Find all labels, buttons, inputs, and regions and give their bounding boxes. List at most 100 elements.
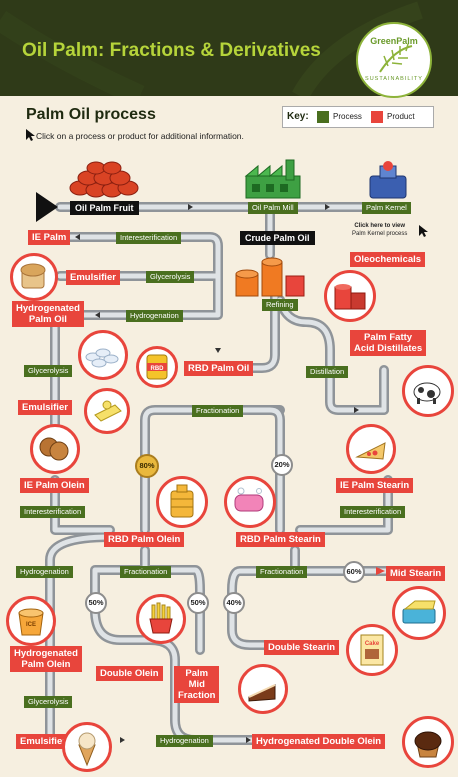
ice-cream-cone-icon-circle[interactable] bbox=[62, 722, 112, 772]
header-banner: Oil Palm: Fractions & Derivatives GreenP… bbox=[0, 0, 458, 98]
process-palm-kernel[interactable]: Palm Kernel bbox=[362, 202, 411, 214]
palm-frond-icon bbox=[379, 43, 413, 73]
palm-kernel-machine-icon[interactable] bbox=[366, 160, 412, 200]
pmf-line1: Palm bbox=[185, 668, 209, 679]
oil-bottles-icon bbox=[170, 484, 194, 518]
pfad-line1: Palm Fatty bbox=[364, 332, 413, 343]
palm-kernel-note[interactable]: Click here to view Palm Kernel process bbox=[352, 222, 407, 238]
process-hydrogenation-1[interactable]: Hydrogenation bbox=[126, 310, 183, 322]
process-swatch bbox=[317, 111, 329, 123]
soap-icon bbox=[234, 487, 264, 512]
process-glycerolysis-1[interactable]: Glycerolysis bbox=[146, 271, 195, 283]
key-title: Key: bbox=[287, 111, 309, 122]
pfad-line2: Acid Distillates bbox=[354, 343, 423, 354]
process-oil-palm-mill[interactable]: Oil Palm Mill bbox=[248, 202, 298, 214]
cake-mix-box-icon: Cake bbox=[360, 634, 384, 666]
percent-badge-40: 40% bbox=[223, 592, 245, 614]
pizza-icon-circle[interactable] bbox=[346, 424, 396, 474]
cookies-icon-circle[interactable] bbox=[30, 424, 80, 474]
process-distillation[interactable]: Distillation bbox=[306, 366, 349, 378]
product-emulsifier-2[interactable]: Emulsifier bbox=[18, 400, 72, 415]
flakes-icon-circle[interactable] bbox=[78, 330, 128, 380]
process-fractionation-3[interactable]: Fractionation bbox=[256, 566, 308, 578]
cow-icon-circle[interactable] bbox=[402, 365, 454, 417]
chocolate-cake-icon bbox=[248, 684, 276, 702]
palm-kernel-note-line1: Click here to view bbox=[354, 223, 406, 229]
product-rbd-palm-olein[interactable]: RBD Palm Olein bbox=[104, 532, 185, 547]
product-mid-stearin[interactable]: Mid Stearin bbox=[386, 566, 446, 581]
percent-badge-20: 20% bbox=[271, 454, 293, 476]
process-glycerolysis-3[interactable]: Glycerolysis bbox=[24, 696, 73, 708]
process-glycerolysis-2[interactable]: Glycerolysis bbox=[24, 365, 73, 377]
product-oil-palm-fruit[interactable]: Oil Palm Fruit bbox=[70, 201, 139, 215]
muffin-icon-circle[interactable] bbox=[402, 716, 454, 768]
bread-icon bbox=[20, 263, 46, 289]
ice-cream-tub-icon-circle[interactable]: ICE bbox=[6, 596, 56, 646]
product-emulsifier-1[interactable]: Emulsifier bbox=[66, 270, 120, 285]
flakes-icon bbox=[85, 348, 119, 368]
hpo-line1: Hydrogenated bbox=[16, 303, 80, 314]
hpolein-line1: Hydrogenated bbox=[14, 648, 78, 659]
oil-bottles-icon-circle[interactable] bbox=[156, 476, 208, 528]
product-emulsifier-3[interactable]: Emulsifier bbox=[16, 734, 70, 749]
process-refining[interactable]: Refining bbox=[262, 299, 298, 311]
product-palm-mid-fraction[interactable]: Palm Mid Fraction bbox=[174, 666, 220, 703]
instruction-text: Click on a process or product for additi… bbox=[36, 131, 244, 141]
product-palm-fatty-acid-distillates[interactable]: Palm Fatty Acid Distillates bbox=[350, 330, 427, 356]
process-fractionation-1[interactable]: Fractionation bbox=[192, 405, 244, 417]
muffin-icon bbox=[414, 731, 442, 758]
product-hydrogenated-palm-olein[interactable]: Hydrogenated Palm Olein bbox=[10, 646, 82, 672]
process-interesterification-1[interactable]: Interesterification bbox=[116, 232, 182, 244]
product-ie-palm-olein[interactable]: IE Palm Olein bbox=[20, 478, 89, 493]
cookies-icon bbox=[39, 437, 69, 461]
process-hydrogenation-2[interactable]: Hydrogenation bbox=[16, 566, 73, 578]
pmf-line2: Mid bbox=[188, 679, 205, 690]
cattle-feed-icon bbox=[413, 382, 441, 404]
key-process-label: Process bbox=[333, 112, 362, 121]
product-hydrogenated-palm-oil[interactable]: Hydrogenated Palm Oil bbox=[12, 301, 84, 327]
rbd-can-label: RBD bbox=[151, 366, 165, 372]
ice-cream-cone-icon bbox=[78, 732, 96, 767]
logo-text-top: GreenPalm bbox=[370, 36, 418, 46]
cake-mix-icon-circle[interactable]: Cake bbox=[346, 624, 398, 676]
fries-icon-circle[interactable] bbox=[136, 594, 186, 644]
chocolate-cake-icon-circle[interactable] bbox=[238, 664, 288, 714]
product-rbd-palm-oil[interactable]: RBD Palm Oil bbox=[184, 361, 254, 376]
product-ie-palm[interactable]: IE Palm bbox=[28, 230, 71, 245]
bread-icon-circle[interactable] bbox=[10, 253, 58, 301]
product-hydrogenated-double-olein[interactable]: Hydrogenated Double Olein bbox=[252, 734, 386, 749]
pmf-line3: Fraction bbox=[178, 690, 216, 701]
product-oleochemicals[interactable]: Oleochemicals bbox=[350, 252, 426, 267]
cursor-icon-2 bbox=[419, 225, 428, 237]
palm-kernel-note-line2: Palm Kernel process bbox=[352, 231, 408, 237]
butter-icon-circle[interactable] bbox=[84, 388, 130, 434]
butter-icon bbox=[94, 400, 122, 422]
refinery-icon[interactable] bbox=[232, 252, 308, 300]
ice-cream-tub-icon: ICE bbox=[18, 608, 44, 636]
ice-label: ICE bbox=[26, 622, 36, 628]
process-hydrogenation-3[interactable]: Hydrogenation bbox=[156, 735, 213, 747]
oleochemicals-icon-circle[interactable] bbox=[324, 270, 376, 322]
oil-palm-mill-icon[interactable] bbox=[244, 158, 304, 200]
soap-icon-circle[interactable] bbox=[224, 476, 276, 528]
product-crude-palm-oil[interactable]: Crude Palm Oil bbox=[240, 231, 315, 245]
rbd-can-icon-circle[interactable]: RBD bbox=[136, 346, 178, 388]
pizza-icon bbox=[355, 442, 386, 460]
percent-badge-50b: 50% bbox=[187, 592, 209, 614]
margarine-icon-circle[interactable] bbox=[392, 586, 446, 640]
product-double-stearin[interactable]: Double Stearin bbox=[264, 640, 340, 655]
product-swatch bbox=[371, 111, 383, 123]
process-interesterification-3[interactable]: Interesterification bbox=[340, 506, 406, 518]
percent-badge-60: 60% bbox=[343, 561, 365, 583]
greenpalm-logo[interactable]: GreenPalm SUSTAINABILITY bbox=[356, 22, 432, 98]
cursor-icon bbox=[26, 129, 35, 141]
oil-palm-fruit-icon[interactable] bbox=[66, 160, 146, 202]
product-ie-palm-stearin[interactable]: IE Palm Stearin bbox=[336, 478, 414, 493]
product-rbd-palm-stearin[interactable]: RBD Palm Stearin bbox=[236, 532, 325, 547]
legend-key: Key: Process Product bbox=[282, 106, 434, 128]
oil-can-icon: RBD bbox=[146, 354, 168, 380]
process-fractionation-2[interactable]: Fractionation bbox=[120, 566, 172, 578]
product-double-olein[interactable]: Double Olein bbox=[96, 666, 163, 681]
process-interesterification-2[interactable]: Interesterification bbox=[20, 506, 86, 518]
